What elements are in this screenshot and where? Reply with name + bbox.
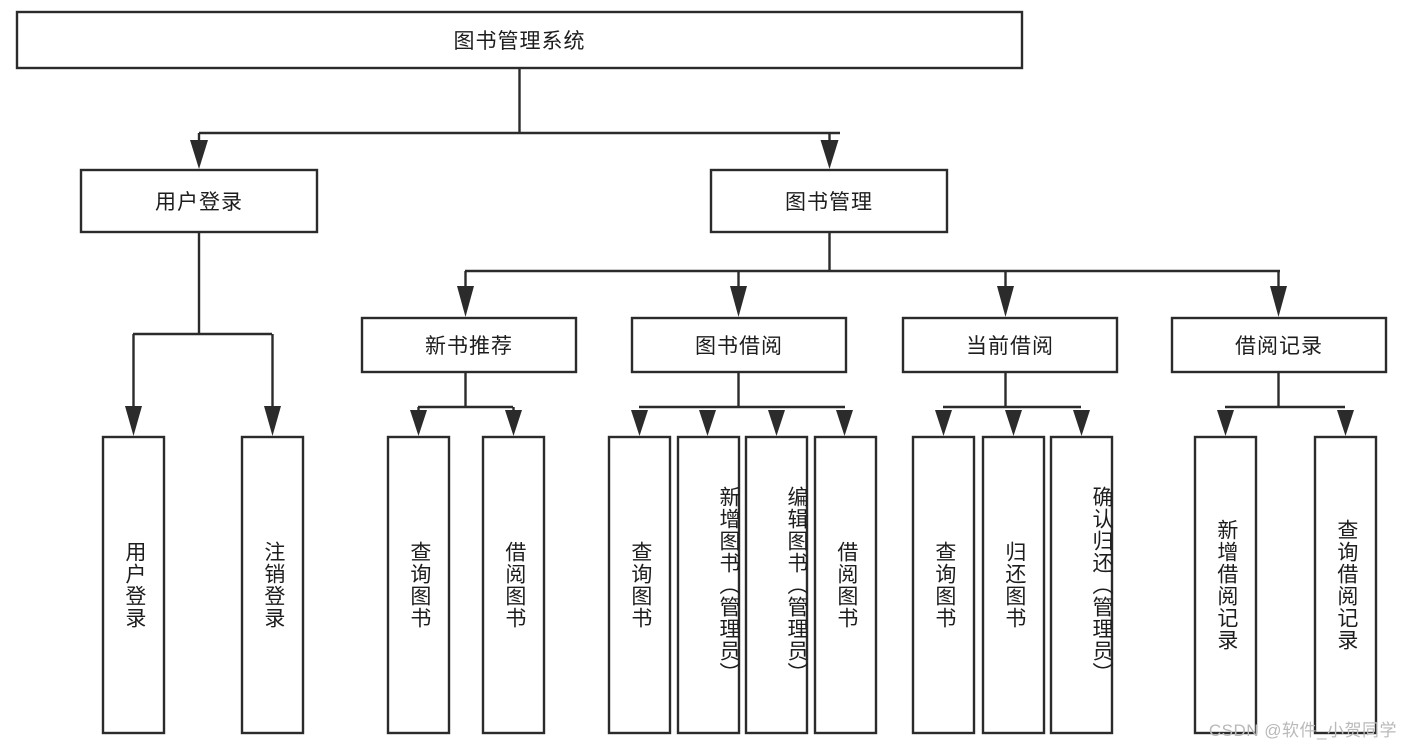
arrow-head-borrow-record [1270, 286, 1287, 317]
connector-group-new-book-recommend [410, 372, 522, 436]
arrow-head-leaf-query-book-2 [631, 410, 648, 436]
node-box-leaf-borrow-book-2[interactable] [813, 435, 878, 735]
node-box-leaf-borrow-book-1[interactable] [481, 435, 546, 735]
arrow-head-user-login [190, 140, 208, 169]
arrow-head-book-manage [820, 140, 839, 169]
node-box-leaf-query-book-1[interactable] [386, 435, 451, 735]
node-box-new-book-recommend[interactable] [360, 316, 578, 374]
node-box-leaf-logout[interactable] [240, 435, 305, 735]
arrow-head-book-borrow [730, 286, 747, 317]
node-box-leaf-confirm-return[interactable] [1049, 435, 1114, 735]
connector-group-current-borrow [935, 372, 1090, 436]
node-box-leaf-query-book-2[interactable] [607, 435, 672, 735]
node-box-leaf-return-book[interactable] [981, 435, 1046, 735]
connector-group-user-login [125, 232, 281, 436]
node-box-leaf-user-login[interactable] [101, 435, 166, 735]
node-box-leaf-add-book[interactable] [676, 435, 741, 735]
node-box-borrow-record[interactable] [1170, 316, 1388, 374]
node-box-leaf-add-record[interactable] [1193, 435, 1258, 735]
connector-group-root [190, 68, 840, 169]
arrow-head-leaf-borrow-book-2 [836, 410, 853, 436]
node-box-book-borrow[interactable] [630, 316, 848, 374]
node-box-leaf-query-record[interactable] [1313, 435, 1378, 735]
node-box-leaf-edit-book[interactable] [744, 435, 809, 735]
arrow-head-leaf-user-login [125, 406, 142, 436]
arrow-head-leaf-query-book-1 [410, 410, 427, 436]
connector-group-borrow-record [1217, 372, 1354, 436]
arrow-head-leaf-add-book [699, 410, 716, 436]
arrow-head-new-book-recommend [457, 286, 474, 317]
node-box-book-manage[interactable] [709, 168, 949, 234]
arrow-head-leaf-borrow-book-1 [505, 410, 522, 436]
arrow-head-leaf-edit-book [768, 410, 785, 436]
arrow-head-leaf-add-record [1217, 410, 1234, 436]
node-box-user-login[interactable] [79, 168, 319, 234]
node-box-leaf-query-book-3[interactable] [911, 435, 976, 735]
connector-group-book-manage [457, 232, 1287, 317]
arrow-head-leaf-return-book [1005, 410, 1022, 436]
connector-group-book-borrow [631, 372, 853, 436]
arrow-head-leaf-confirm-return [1073, 410, 1090, 436]
node-box-root[interactable] [15, 10, 1024, 70]
arrow-head-current-borrow [997, 286, 1014, 317]
arrow-head-leaf-query-record [1337, 410, 1354, 436]
arrow-head-leaf-logout [264, 406, 281, 436]
arrow-head-leaf-query-book-3 [935, 410, 952, 436]
csdn-watermark: CSDN @软件_小贺同学 [1208, 721, 1397, 740]
node-box-current-borrow[interactable] [901, 316, 1119, 374]
